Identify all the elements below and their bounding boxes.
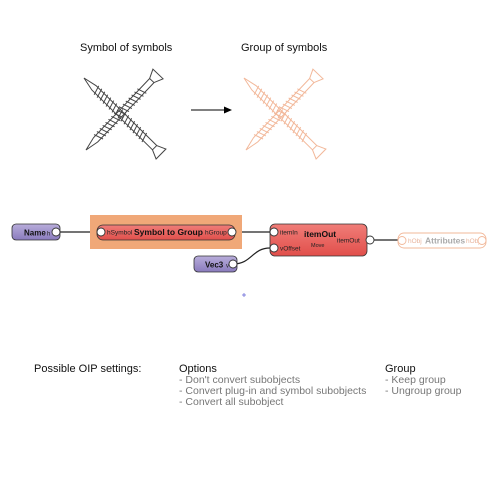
symbol-to-group-label: Symbol to Group — [134, 227, 203, 237]
itemout-title: itemOut — [304, 229, 336, 239]
options-item: - Convert all subobject — [179, 396, 284, 408]
vec3-node[interactable]: Vec3 v — [193, 255, 238, 273]
settings-heading: Possible OIP settings: — [34, 363, 142, 375]
screw-shape — [243, 77, 327, 160]
screw-shape — [85, 68, 164, 151]
group-title: Group — [385, 363, 416, 375]
name-node-label: Name — [24, 229, 46, 238]
name-node-port-label: h — [47, 232, 50, 238]
itemout-node[interactable]: itemIn vOffset itemOut Move itemOut — [269, 223, 375, 257]
left-caption: Symbol of symbols — [80, 42, 173, 54]
attributes-input-port[interactable] — [397, 236, 407, 245]
attributes-label: Attributes — [425, 236, 465, 246]
screw-shape — [83, 77, 167, 160]
transform-arrow — [191, 106, 232, 114]
options-block: Options - Don't convert subobjects - Con… — [179, 363, 366, 408]
attributes-out-port-label: hObj — [466, 238, 480, 245]
symbol-to-group-output-port[interactable] — [227, 227, 237, 237]
group-item: - Keep group — [385, 374, 446, 386]
group-item: - Ungroup group — [385, 385, 462, 397]
vec3-node-port-label: v — [226, 264, 229, 270]
right-caption: Group of symbols — [241, 42, 328, 54]
symbol-to-group-input-port[interactable] — [96, 227, 106, 237]
vec3-node-label: Vec3 — [205, 261, 224, 270]
screw-shape — [245, 68, 324, 151]
name-node[interactable]: Name h — [11, 223, 61, 241]
attributes-output-port[interactable] — [477, 236, 487, 245]
itemout-input-port-voffset[interactable] — [269, 243, 279, 253]
itemout-in-port-1-label: itemIn — [280, 230, 298, 237]
itemout-in-port-2-label: vOffset — [280, 246, 301, 253]
itemout-out-port-label: itemOut — [337, 238, 360, 245]
group-block: Group - Keep group - Ungroup group — [385, 363, 461, 397]
options-item: - Convert plug-in and symbol subobjects — [179, 385, 367, 397]
itemout-input-port-itemin[interactable] — [269, 227, 279, 237]
options-title: Options — [179, 363, 217, 375]
symbol-to-group-in-port-label: hSymbol — [107, 230, 133, 237]
symbol-of-symbols-illustration — [83, 68, 167, 160]
attributes-node[interactable]: hObj Attributes hObj — [397, 232, 487, 249]
itemout-subtitle: Move — [311, 243, 324, 249]
crosshair-icon — [242, 293, 246, 297]
options-item: - Don't convert subobjects — [179, 374, 301, 386]
symbol-to-group-node[interactable]: hSymbol Symbol to Group hGroup — [90, 215, 242, 249]
name-node-output-port[interactable] — [51, 227, 61, 237]
group-of-symbols-illustration — [243, 68, 327, 160]
vec3-node-output-port[interactable] — [228, 259, 238, 269]
itemout-output-port[interactable] — [365, 235, 375, 245]
attributes-in-port-label: hObj — [408, 238, 422, 245]
symbol-to-group-out-port-label: hGroup — [205, 230, 227, 237]
